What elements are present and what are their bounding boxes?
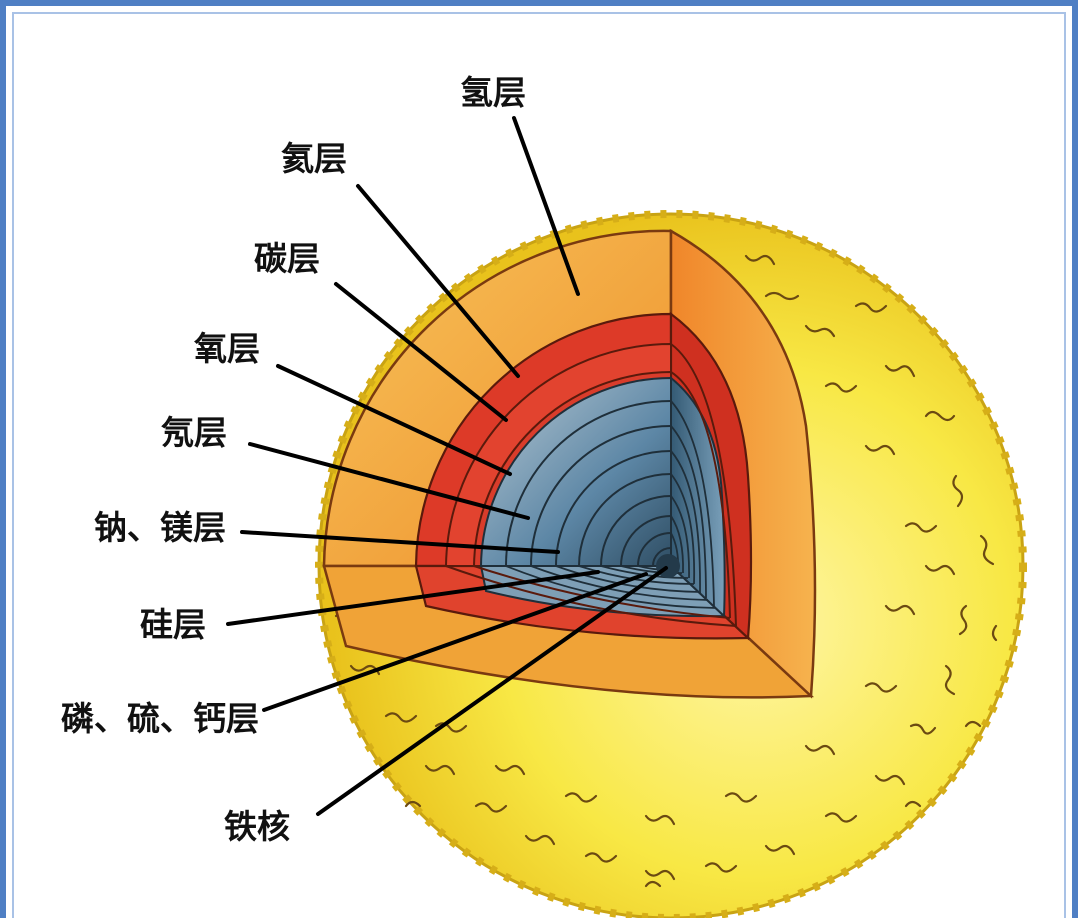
label-helium: 氦层 <box>281 139 347 178</box>
label-sodium-magnesium: 钠、镁层 <box>94 508 226 547</box>
leader-phosphorus-sulfur-calcium <box>262 572 648 712</box>
label-silicon: 硅层 <box>140 605 206 644</box>
leader-carbon <box>334 282 508 422</box>
label-oxygen: 氧层 <box>194 329 260 368</box>
label-phosphorus-sulfur-calcium: 磷、硫、钙层 <box>61 699 259 738</box>
layer-labels: 氢层 氦层 碳层 氧层 氖层 钠、镁层 硅层 磷、硫、钙层 铁核 <box>61 73 526 846</box>
leader-iron-core <box>316 566 668 816</box>
label-neon: 氖层 <box>161 413 227 452</box>
leader-silicon <box>226 570 600 626</box>
leader-helium <box>356 184 520 378</box>
label-carbon: 碳层 <box>254 239 320 278</box>
surface-texture <box>334 254 998 888</box>
leader-lines <box>226 116 668 816</box>
leader-hydrogen <box>512 116 580 296</box>
label-hydrogen: 氢层 <box>460 73 526 112</box>
cutaway <box>322 228 817 699</box>
leader-oxygen <box>276 364 512 476</box>
leader-neon <box>248 442 530 520</box>
label-iron-core: 铁核 <box>224 807 290 846</box>
star-structure-diagram: 氢层 氦层 碳层 氧层 氖层 钠、镁层 硅层 磷、硫、钙层 铁核 <box>61 73 1027 918</box>
image-frame-inner <box>12 12 1066 918</box>
leader-sodium-magnesium <box>240 530 560 554</box>
